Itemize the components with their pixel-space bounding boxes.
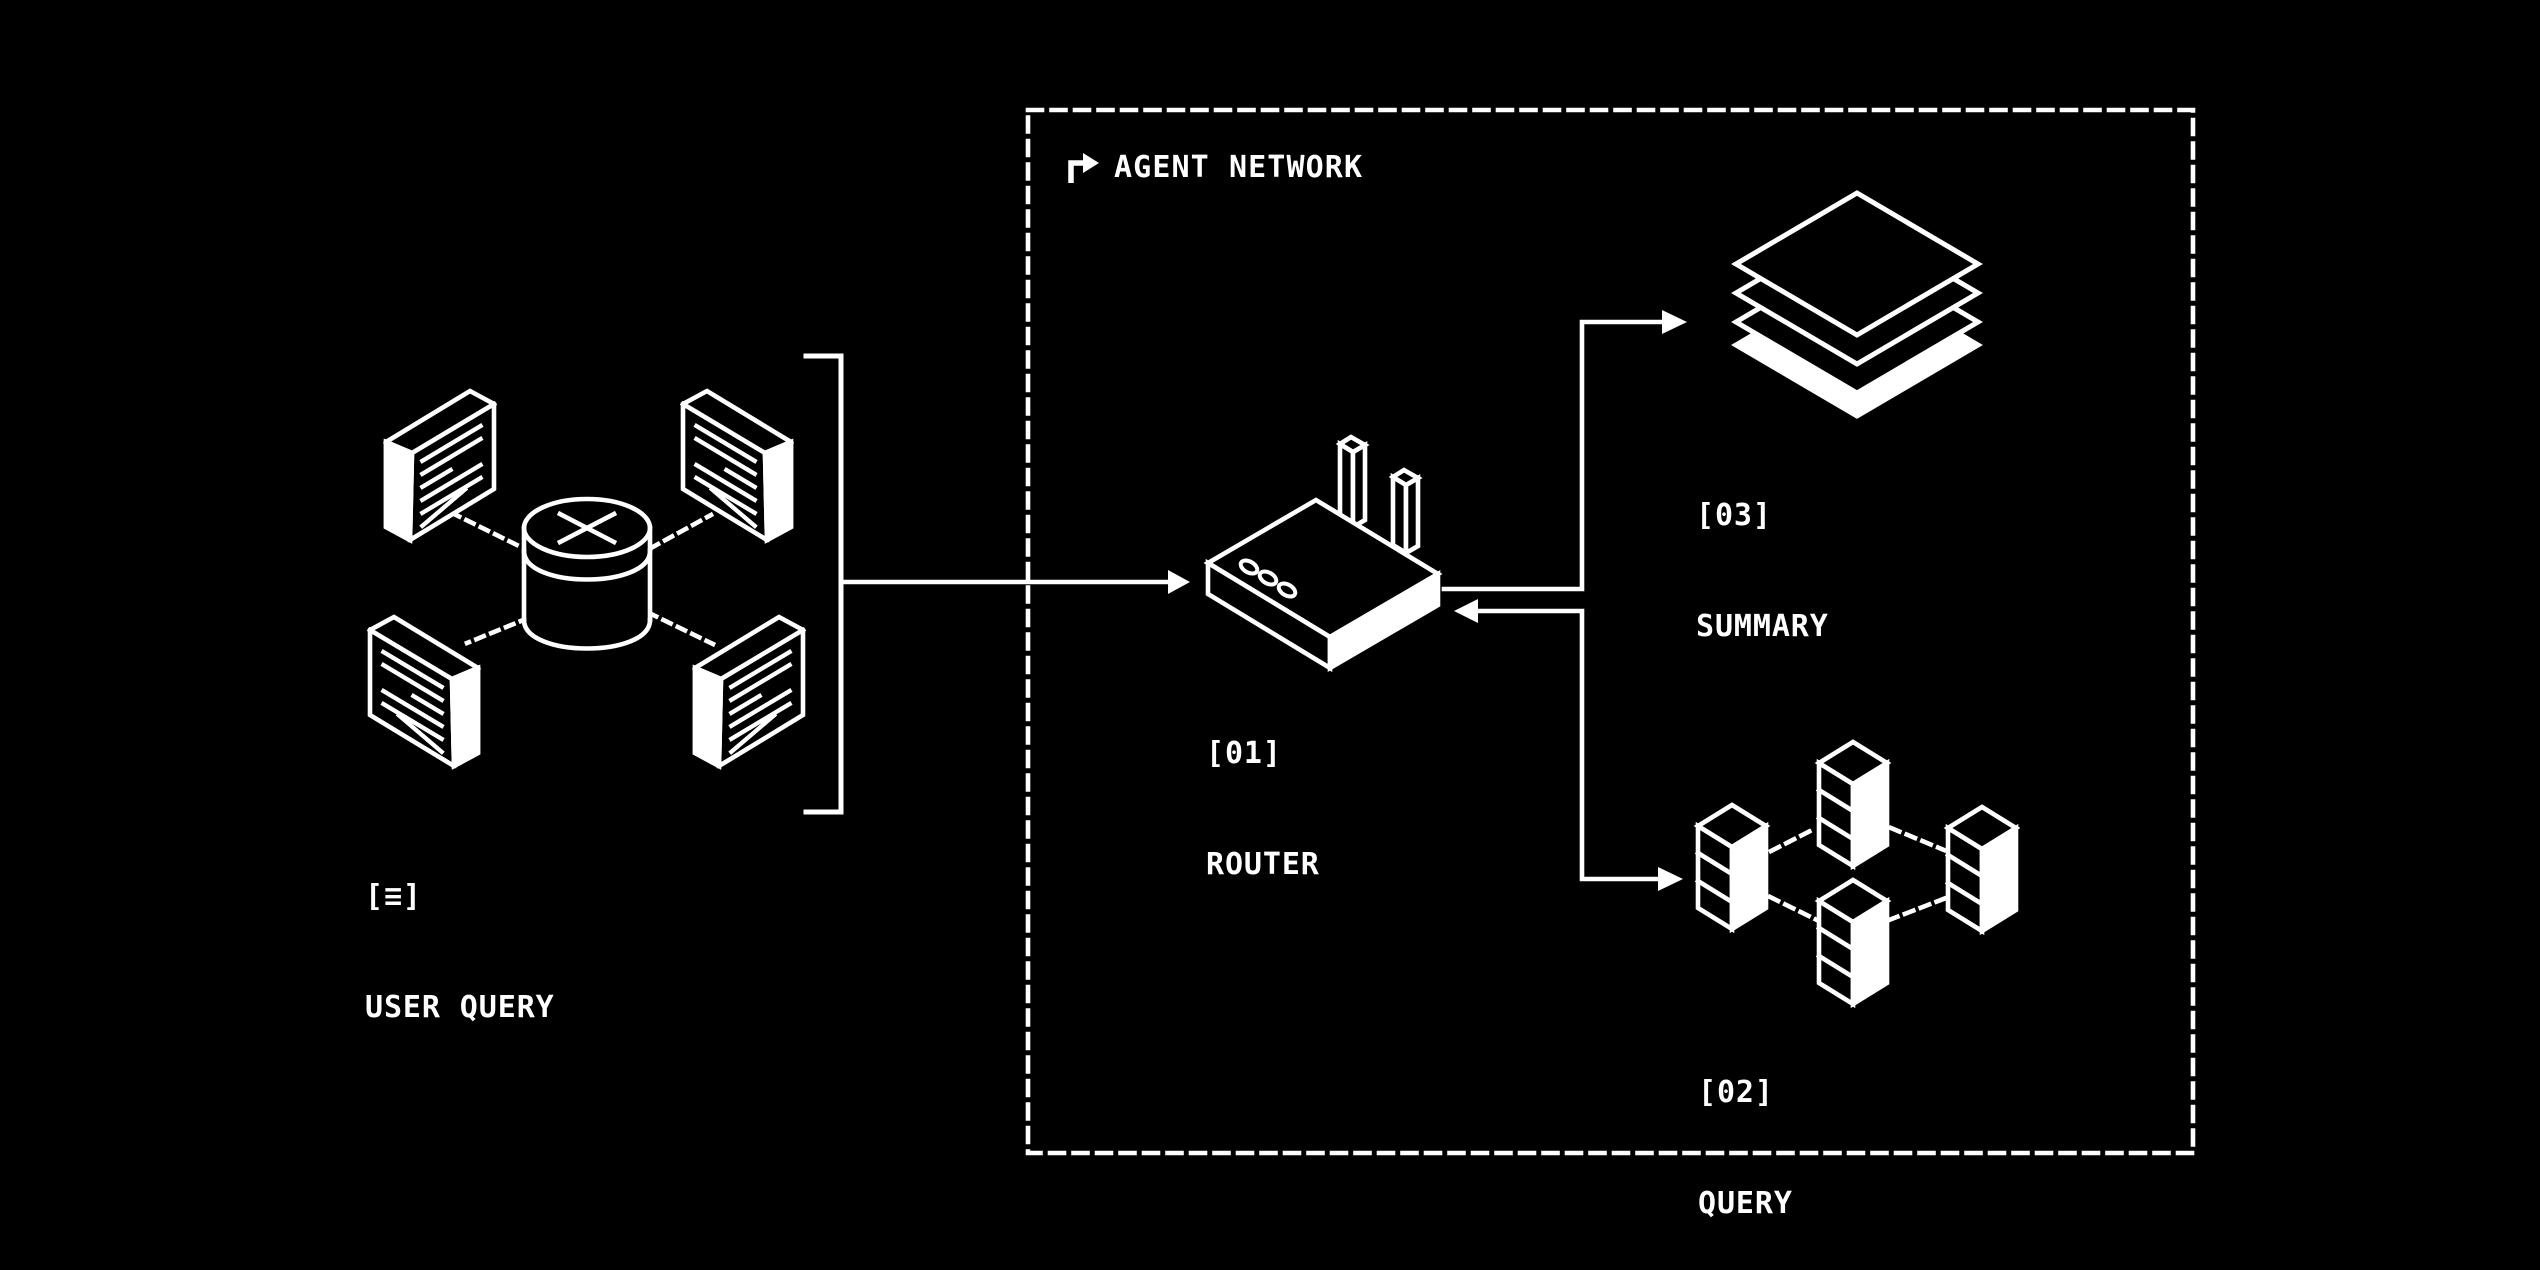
- query-tag: [02]: [1698, 1075, 1774, 1110]
- summary-name: SUMMARY: [1696, 609, 1829, 644]
- document-icon: [386, 391, 494, 540]
- summary-stack-icon: [1731, 190, 1983, 419]
- server-tower-icon: [1698, 805, 1766, 929]
- agent-network-title-text: AGENT NETWORK: [1114, 149, 1364, 185]
- cluster-dashed-links: [448, 509, 717, 648]
- antenna-icon: [1335, 434, 1370, 532]
- user-query-bracket: [803, 353, 844, 815]
- user-query-name: USER QUERY: [365, 990, 555, 1025]
- document-icon: [370, 617, 478, 766]
- agent-network-frame: [1025, 107, 2196, 1156]
- edge-router-to-query: [1454, 599, 1683, 891]
- cluster-dashed-links: [1766, 824, 1949, 924]
- query-cluster-icon: [1698, 742, 2016, 1004]
- server-tower-icon: [1819, 742, 1887, 866]
- router-icon: [1203, 434, 1443, 673]
- router-tag: [01]: [1206, 736, 1282, 771]
- router-name: ROUTER: [1206, 847, 1320, 882]
- agent-network-title: AGENT NETWORK: [1062, 147, 1363, 187]
- router-label: [01] ROUTER: [1206, 661, 1320, 957]
- user-query-cluster-icon: [370, 391, 803, 766]
- document-icon: [695, 617, 803, 766]
- query-name: QUERY: [1698, 1186, 1793, 1221]
- server-tower-icon: [1948, 807, 2016, 931]
- router-leds: [1238, 558, 1298, 599]
- x-mark: [556, 510, 618, 546]
- edge-router-to-summary: [1441, 310, 1687, 592]
- database-icon: [521, 496, 653, 651]
- document-icon: [683, 391, 791, 540]
- user-query-tag: [≡]: [365, 879, 422, 914]
- edge-user-query-to-router: [838, 570, 1190, 594]
- server-tower-icon: [1819, 880, 1887, 1004]
- antenna-icon: [1388, 467, 1423, 558]
- elbow-arrow-icon: [1068, 153, 1099, 183]
- user-query-label: [≡] USER QUERY: [365, 804, 555, 1100]
- summary-tag: [03]: [1696, 498, 1772, 533]
- summary-label: [03] SUMMARY: [1696, 423, 1829, 719]
- query-label: [02] QUERY: [1698, 1000, 1793, 1270]
